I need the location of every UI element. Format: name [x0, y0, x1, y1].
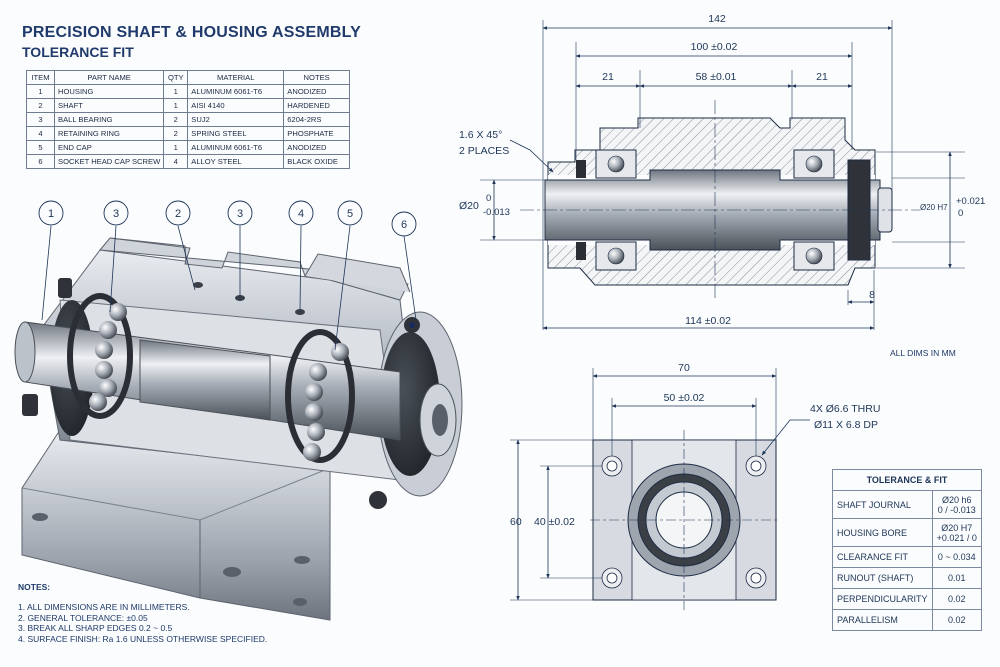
end-view-height: 60	[510, 516, 522, 528]
tolerance-value: 0 ~ 0.034	[931, 546, 983, 568]
shaft-tolerance-lower: -0.013	[483, 207, 510, 218]
tolerance-value: 0.02	[931, 588, 983, 610]
callout-balloon: 3	[227, 200, 253, 226]
balloon-label: 2	[175, 208, 181, 220]
section-view: 142 100 ±0.02 21 58 ±0.01 21 1.6 X 45° 2…	[459, 13, 985, 330]
table-row: PARALLELISM 0.02	[832, 609, 983, 631]
bore-tolerance-upper: +0.021	[956, 196, 985, 207]
isometric-cutaway-view: 1 3 2 3 4 5 6	[14, 200, 463, 621]
note-item: 3. BREAK ALL SHARP EDGES 0.2 ~ 0.5	[18, 623, 173, 633]
shaft-diameter-label: Ø20	[459, 200, 479, 212]
tolerance-value-primary: Ø20 h6	[942, 494, 972, 505]
tolerance-table-title: TOLERANCE & FIT	[832, 469, 982, 491]
hole-callout-line2: Ø11 X 6.8 DP	[814, 419, 878, 431]
hole-callout-line1: 4X Ø6.6 THRU	[810, 403, 880, 415]
dim-base-length: 114 ±0.02	[685, 315, 731, 327]
tolerance-value-primary: Ø20 H7	[941, 522, 973, 533]
tolerance-value-secondary: +0.021 / 0	[936, 532, 977, 543]
bom-cell: SOCKET HEAD CAP SCREW	[53, 154, 165, 169]
general-notes: NOTES: 1. ALL DIMENSIONS ARE IN MILLIMET…	[18, 582, 267, 644]
dim-left-seat: 21	[602, 71, 614, 83]
shaft-tolerance-upper: 0	[486, 193, 491, 204]
bom-cell: BLACK OXIDE	[283, 154, 350, 169]
table-row: CLEARANCE FIT 0 ~ 0.034	[832, 546, 983, 568]
dim-bearing-span: 100 ±0.02	[691, 41, 738, 53]
note-item: 2. GENERAL TOLERANCE: ±0.05	[18, 612, 148, 623]
tolerance-label: HOUSING BORE	[832, 518, 933, 547]
bolt-hole	[601, 455, 767, 589]
tolerance-value: Ø20 H7 +0.021 / 0	[931, 518, 983, 547]
dim-overall-length: 142	[708, 13, 726, 25]
end-view: 70 50 ±0.02 60 40 ±0.02 4X Ø6.6 THRU Ø11…	[510, 362, 880, 610]
table-row: PERPENDICULARITY 0.02	[832, 588, 983, 610]
balloon-label: 6	[401, 219, 407, 231]
table-row: 6 SOCKET HEAD CAP SCREW 4 ALLOY STEEL BL…	[26, 154, 350, 169]
end-view-hole-spacing-y: 40 ±0.02	[534, 516, 575, 528]
tolerance-fit-table: TOLERANCE & FIT SHAFT JOURNAL Ø20 h6 0 /…	[832, 469, 983, 631]
drawing-subtitle: TOLERANCE FIT	[22, 44, 134, 60]
balloon-label: 4	[298, 208, 304, 220]
bore-diameter-label: Ø20 H7	[920, 203, 948, 212]
end-view-width: 70	[678, 362, 690, 374]
table-row: RUNOUT (SHAFT) 0.01	[832, 567, 983, 589]
tolerance-label: SHAFT JOURNAL	[832, 490, 933, 519]
mounting-hole	[294, 556, 310, 564]
mounting-hole	[32, 513, 48, 521]
dim-center-length: 58 ±0.01	[696, 71, 737, 83]
mounting-hole	[223, 567, 241, 577]
drawing-title: PRECISION SHAFT & HOUSING ASSEMBLY	[22, 24, 361, 41]
balloon-label: 5	[347, 208, 353, 220]
note-item: 1. ALL DIMENSIONS ARE IN MILLIMETERS.	[18, 602, 190, 612]
callout-balloon: 5	[337, 200, 363, 226]
tolerance-value: 0.02	[931, 609, 983, 631]
cap-screw	[22, 278, 420, 509]
bearing-left	[67, 293, 133, 419]
tolerance-value: Ø20 h6 0 / -0.013	[931, 490, 983, 519]
bearing-section	[595, 149, 835, 271]
tolerance-value: 0.01	[931, 567, 983, 589]
bill-of-materials-table: ITEM PART NAME QTY MATERIAL NOTES 1 HOUS…	[26, 70, 350, 169]
table-row: SHAFT JOURNAL Ø20 h6 0 / -0.013	[832, 490, 983, 519]
note-item: 4. SURFACE FINISH: Ra 1.6 UNLESS OTHERWI…	[18, 633, 268, 644]
balloon-label: 3	[237, 208, 243, 220]
bom-cell: 6	[26, 154, 55, 169]
units-note: ALL DIMS IN MM	[890, 348, 956, 358]
callout-balloon: 4	[288, 200, 314, 226]
balloon-label: 3	[113, 208, 119, 220]
balloon-label: 1	[48, 208, 54, 220]
tolerance-label: RUNOUT (SHAFT)	[832, 567, 933, 589]
dim-step-length: 8	[869, 289, 875, 301]
callout-balloon: 2	[165, 200, 191, 226]
bom-cell: ALLOY STEEL	[187, 154, 285, 169]
chamfer-note-line2: 2 PLACES	[459, 145, 509, 157]
bore-tolerance-lower: 0	[958, 208, 963, 219]
callout-balloon: 6	[391, 211, 417, 237]
bom-cell: ANODIZED	[283, 84, 350, 99]
table-row: 1 HOUSING 1 ALUMINUM 6061-T6 ANODIZED	[26, 84, 350, 99]
end-view-hole-spacing-x: 50 ±0.02	[664, 392, 705, 404]
table-row: 3 BALL BEARING 2 SUJ2 6204-2RS	[26, 112, 350, 127]
tolerance-label: CLEARANCE FIT	[832, 546, 933, 568]
tolerance-label: PERPENDICULARITY	[832, 588, 933, 610]
tolerance-label: PARALLELISM	[832, 609, 933, 631]
callout-balloon: 3	[103, 200, 129, 226]
dim-right-seat: 21	[816, 71, 828, 83]
callout-balloon: 1	[38, 200, 64, 226]
mounting-hole	[293, 598, 307, 606]
chamfer-note-line1: 1.6 X 45°	[459, 129, 502, 141]
tolerance-value-secondary: 0 / -0.013	[937, 504, 976, 515]
table-row: HOUSING BORE Ø20 H7 +0.021 / 0	[832, 518, 983, 547]
notes-title: NOTES:	[18, 582, 51, 592]
